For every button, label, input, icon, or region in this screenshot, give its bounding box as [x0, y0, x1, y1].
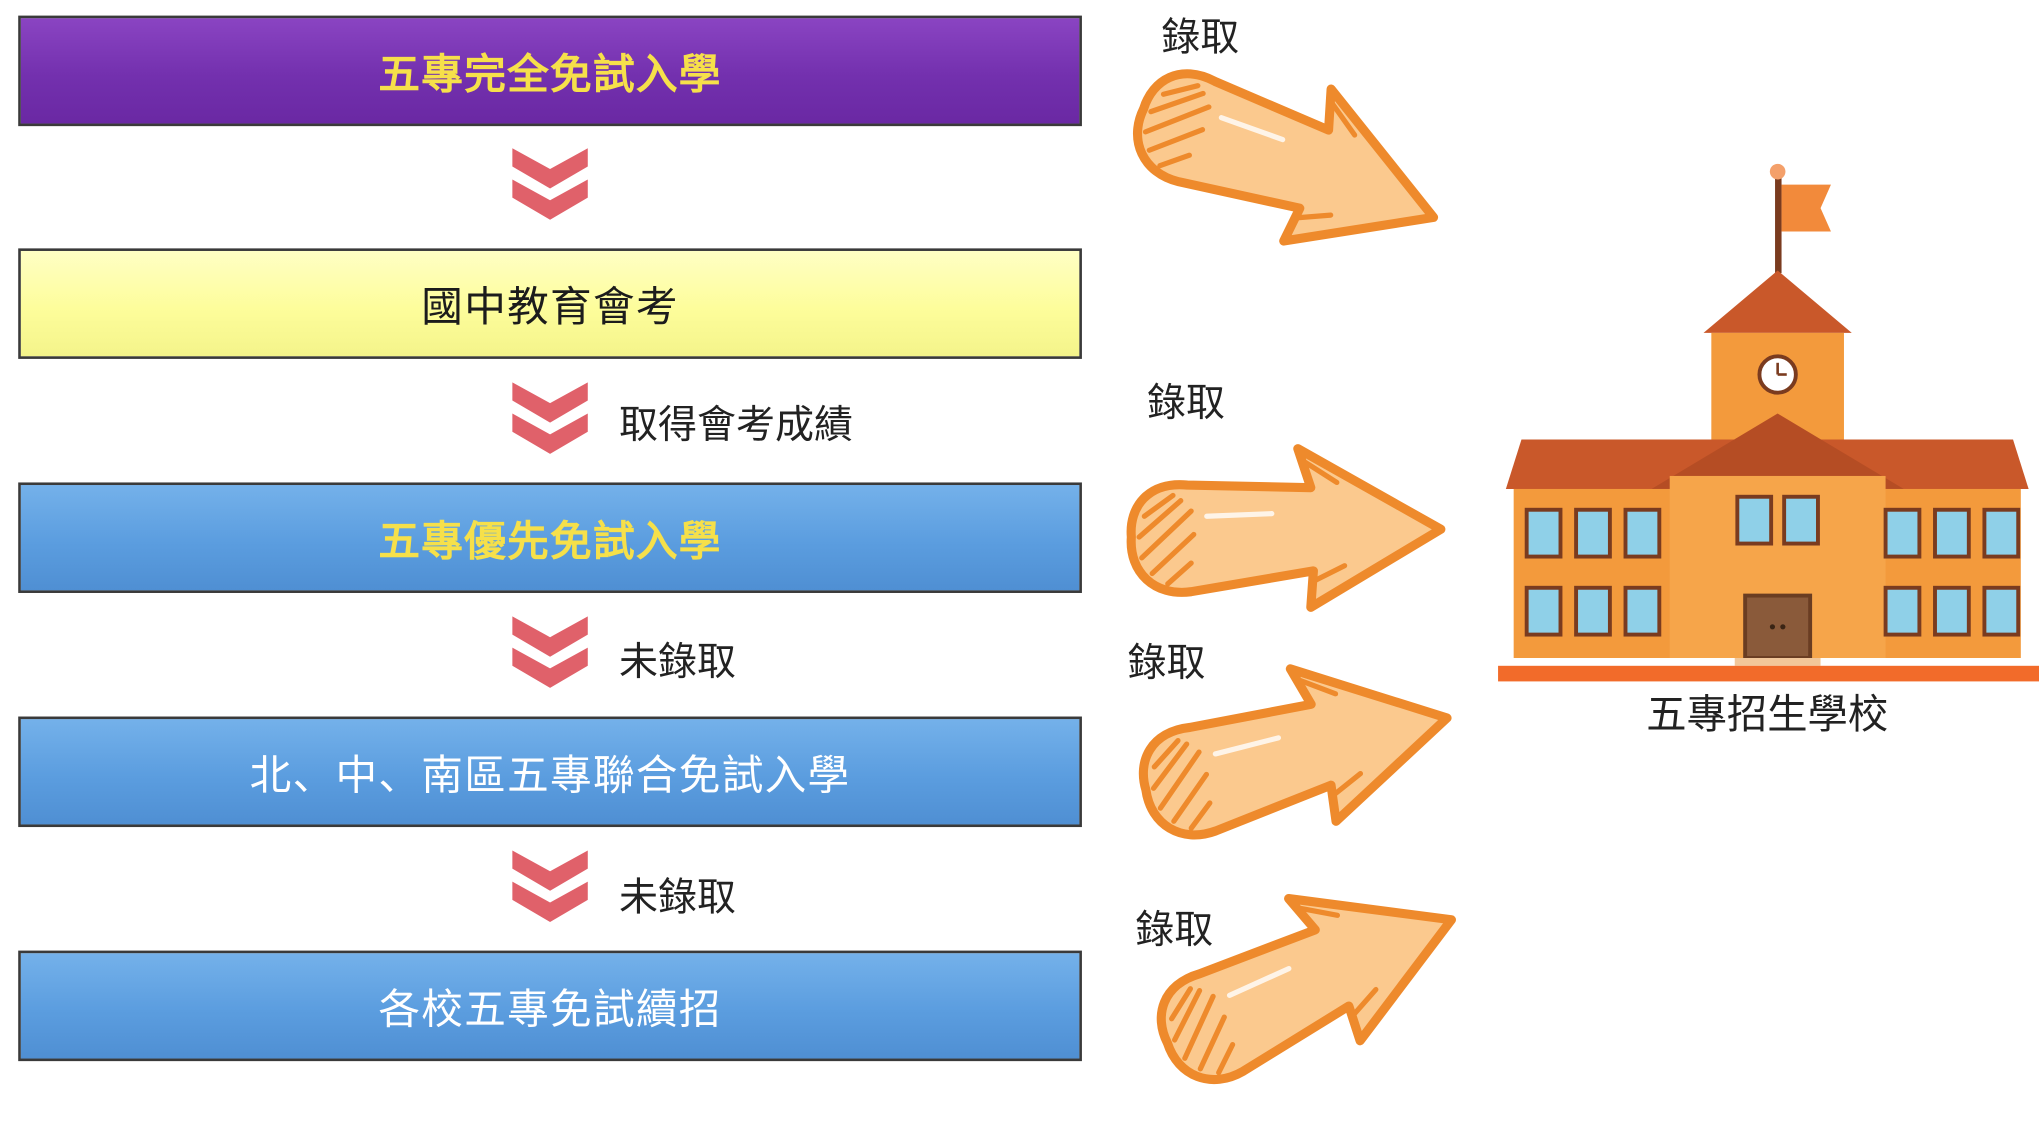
hand-drawn-arrow-icon	[1116, 436, 1454, 631]
step-box-continued-enrollment: 各校五專免試續招	[18, 950, 1082, 1062]
step-box-priority-exempt: 五專優先免試入學	[18, 482, 1082, 593]
double-chevron-down-icon	[512, 382, 588, 466]
transition-label: 未錄取	[618, 639, 737, 686]
admit-label: 錄取	[1135, 907, 1214, 954]
double-chevron-down-icon	[512, 616, 588, 700]
transition-label: 取得會考成績	[618, 403, 854, 449]
school-label: 五專招生學校	[1646, 691, 1889, 739]
step-box-complete-exempt: 五專完全免試入學	[18, 15, 1082, 127]
admit-label: 錄取	[1127, 641, 1206, 687]
step-label: 各校五專免試續招	[378, 983, 722, 1034]
hand-drawn-arrow-icon	[1094, 9, 1481, 317]
admit-label: 錄取	[1146, 381, 1225, 427]
step-box-cap-exam: 國中教育會考	[18, 248, 1082, 359]
double-chevron-down-icon	[512, 850, 588, 934]
step-box-joint-exempt: 北、中、南區五專聯合免試入學	[18, 716, 1082, 828]
double-chevron-down-icon	[512, 148, 588, 232]
step-label: 國中教育會考	[421, 281, 679, 331]
transition-label: 未錄取	[618, 875, 737, 921]
step-label: 五專完全免試入學	[378, 48, 722, 99]
admission-flow-diagram: 五專完全免試入學 國中教育會考 五專優先免試入學 北、中、南區五專聯合免試入學 …	[18, 9, 2039, 1081]
school-building-icon	[1498, 163, 2039, 682]
step-label: 北、中、南區五專聯合免試入學	[249, 749, 851, 800]
step-label: 五專優先免試入學	[378, 515, 722, 566]
admit-label: 錄取	[1161, 15, 1240, 62]
